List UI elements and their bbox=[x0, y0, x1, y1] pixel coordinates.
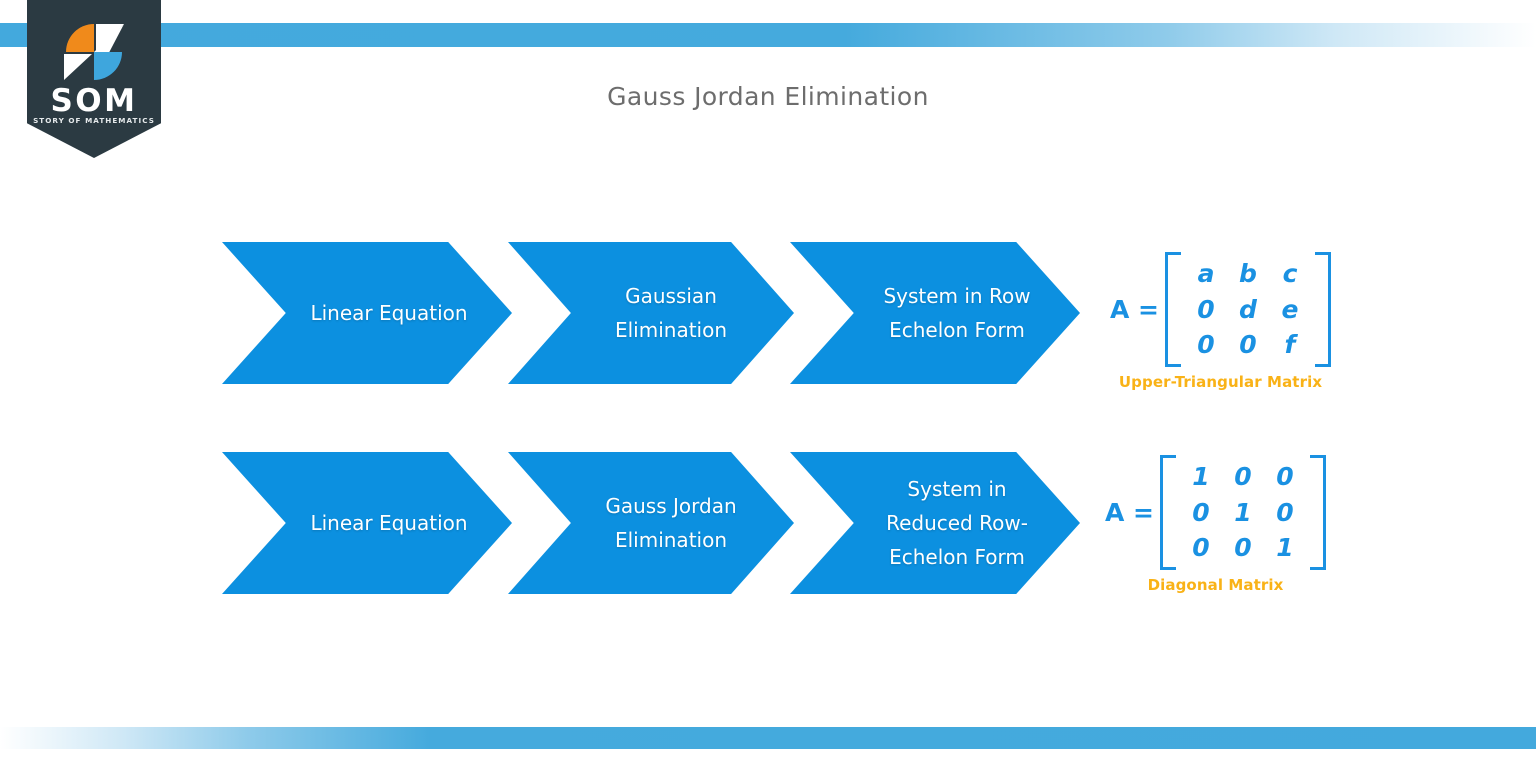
matrix-name-label: A = bbox=[1105, 497, 1154, 527]
matrix-cell: 0 bbox=[1276, 497, 1294, 527]
bracket-left-icon bbox=[1165, 252, 1181, 367]
bottom-accent-stripe bbox=[0, 727, 1536, 749]
flow-step-label: Gauss Jordan Elimination bbox=[605, 494, 737, 552]
matrix-cell: 0 bbox=[1234, 462, 1252, 491]
page-title: Gauss Jordan Elimination bbox=[607, 82, 929, 111]
som-logo-badge: SOM STORY OF MATHEMATICS bbox=[27, 0, 161, 158]
matrix-expression: A = a b c 0 d e 0 0 f bbox=[1110, 252, 1331, 367]
matrix-cell: 1 bbox=[1234, 497, 1252, 527]
matrix-upper-triangular: A = a b c 0 d e 0 0 f Upper-Triangular M… bbox=[1110, 252, 1331, 391]
matrix-grid: 1 0 0 0 1 0 0 0 1 bbox=[1176, 455, 1310, 570]
flow-step-gaussian-elimination[interactable]: Gaussian Elimination bbox=[508, 242, 794, 384]
matrix-grid: a b c 0 d e 0 0 f bbox=[1181, 252, 1315, 367]
flow-step-linear-equation[interactable]: Linear Equation bbox=[222, 452, 512, 594]
matrix-cell: d bbox=[1239, 294, 1257, 324]
som-tagline: STORY OF MATHEMATICS bbox=[33, 116, 155, 125]
top-accent-stripe bbox=[0, 23, 1536, 47]
matrix-cell: 1 bbox=[1192, 462, 1210, 491]
flow-step-label: Gaussian Elimination bbox=[614, 284, 728, 342]
matrix-cell: 0 bbox=[1234, 533, 1252, 562]
matrix-cell: 0 bbox=[1192, 533, 1210, 562]
matrix-cell: 0 bbox=[1192, 497, 1210, 527]
som-logo-mark-icon bbox=[64, 24, 124, 80]
flow-step-gauss-jordan-elimination[interactable]: Gauss Jordan Elimination bbox=[508, 452, 794, 594]
matrix-expression: A = 1 0 0 0 1 0 0 0 1 bbox=[1105, 455, 1326, 570]
matrix-caption: Upper-Triangular Matrix bbox=[1118, 372, 1323, 391]
flow-step-reduced-row-echelon-form[interactable]: System in Reduced Row- Echelon Form bbox=[790, 452, 1080, 594]
matrix-cell: 0 bbox=[1239, 330, 1257, 359]
matrix-cell: 1 bbox=[1276, 533, 1294, 562]
flow-step-label: Linear Equation bbox=[310, 301, 468, 325]
bracket-left-icon bbox=[1160, 455, 1176, 570]
bracket-right-icon bbox=[1310, 455, 1326, 570]
matrix-cell: e bbox=[1281, 294, 1299, 324]
flow-step-label: Linear Equation bbox=[310, 511, 468, 535]
matrix-cell: a bbox=[1197, 259, 1215, 288]
flow-step-label: System in Reduced Row- Echelon Form bbox=[886, 477, 1028, 569]
matrix-cell: 0 bbox=[1197, 330, 1215, 359]
flow-step-label: System in Row Echelon Form bbox=[883, 284, 1031, 342]
bracket-right-icon bbox=[1315, 252, 1331, 367]
flow-step-row-echelon-form[interactable]: System in Row Echelon Form bbox=[790, 242, 1080, 384]
flow-step-linear-equation[interactable]: Linear Equation bbox=[222, 242, 512, 384]
matrix-cell: 0 bbox=[1276, 462, 1294, 491]
som-wordmark: SOM bbox=[50, 83, 138, 119]
matrix-cell: f bbox=[1284, 330, 1296, 359]
matrix-cell: b bbox=[1239, 259, 1257, 288]
matrix-caption: Diagonal Matrix bbox=[1147, 575, 1284, 594]
matrix-cell: 0 bbox=[1197, 294, 1215, 324]
matrix-name-label: A = bbox=[1110, 294, 1159, 324]
matrix-diagonal: A = 1 0 0 0 1 0 0 0 1 Diagonal Matrix bbox=[1105, 455, 1326, 594]
matrix-cell: c bbox=[1282, 259, 1298, 288]
